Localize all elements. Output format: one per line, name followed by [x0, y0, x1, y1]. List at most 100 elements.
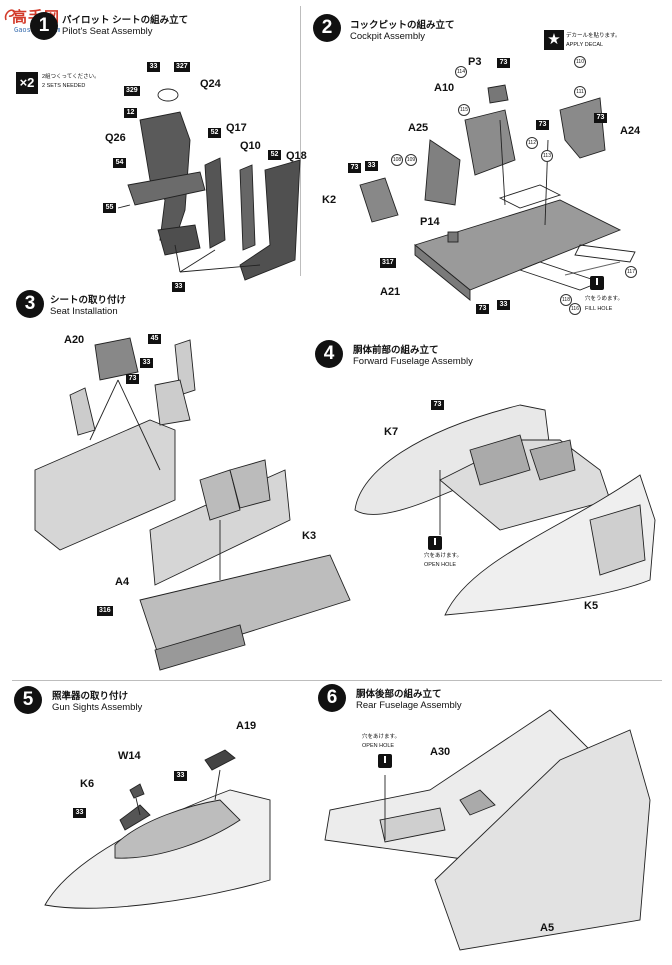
- decal-number: 118: [560, 294, 572, 306]
- step-title-jp: 胴体後部の組み立て: [356, 689, 442, 700]
- part-label: A10: [434, 82, 455, 94]
- decal-number: 113: [541, 150, 553, 162]
- step-title-en: Forward Fuselage Assembly: [353, 356, 473, 367]
- color-code-badge: 52: [208, 128, 221, 138]
- divider-mid: [12, 680, 662, 681]
- open-hole-note-en: OPEN HOLE: [424, 562, 457, 568]
- part-label: A21: [380, 286, 401, 298]
- step-title-jp: パイロット シートの組み立て: [62, 15, 189, 26]
- part-label: K5: [584, 600, 599, 612]
- color-code-badge: 33: [172, 282, 185, 292]
- color-code-badge: 54: [113, 158, 126, 168]
- fill-note-en: FILL HOLE: [585, 306, 613, 312]
- star-icon: ★: [544, 30, 564, 50]
- step-number: 4: [315, 340, 343, 368]
- color-code-badge: 12: [124, 108, 137, 118]
- color-code-badge: 73: [476, 304, 489, 314]
- color-code-badge: 73: [594, 113, 607, 123]
- step-title-en: Cockpit Assembly: [350, 31, 425, 42]
- color-code-badge: 73: [497, 58, 510, 68]
- color-code-badge: 33: [497, 300, 510, 310]
- sets-note-jp: 2組つくってください。: [42, 74, 100, 80]
- fill-note-jp: 穴をうめます。: [585, 296, 623, 302]
- part-label: K2: [322, 194, 337, 206]
- part-label: K7: [384, 426, 399, 438]
- part-label: A19: [236, 720, 257, 732]
- step-number: 3: [16, 290, 44, 318]
- color-code-badge: 33: [174, 771, 187, 781]
- multiplier-badge: ×2: [16, 72, 38, 94]
- part-label: Q26: [105, 132, 126, 144]
- step-number: 2: [313, 14, 341, 42]
- color-code-badge: 73: [431, 400, 444, 410]
- part-label: A25: [408, 122, 429, 134]
- step-title-jp: 胴体前部の組み立て: [353, 345, 439, 356]
- decal-note-en: APPLY DECAL: [566, 42, 604, 48]
- cockpit-drawing: [359, 84, 636, 301]
- part-label: P3: [468, 56, 482, 68]
- drill-icon: [428, 536, 442, 550]
- part-label: Q10: [240, 140, 261, 152]
- decal-number: 116: [569, 303, 581, 315]
- step-title-en: Pilot's Seat Assembly: [62, 26, 153, 37]
- step-number: 6: [318, 684, 346, 712]
- step-title-en: Seat Installation: [50, 306, 118, 317]
- color-code-badge: 45: [148, 334, 161, 344]
- drill-icon: [590, 276, 604, 290]
- decal-number: 110: [574, 56, 586, 68]
- color-code-badge: 73: [126, 374, 139, 384]
- part-label: P14: [420, 216, 440, 228]
- open-hole-note-jp: 穴をあけます。: [424, 553, 462, 559]
- part-label: A30: [430, 746, 451, 758]
- drill-icon: [378, 754, 392, 768]
- part-label: A20: [64, 334, 85, 346]
- divider-top: [300, 6, 301, 276]
- part-label: A4: [115, 576, 130, 588]
- step-number: 5: [14, 686, 42, 714]
- color-code-badge: 33: [365, 161, 378, 171]
- step-title-en: Rear Fuselage Assembly: [356, 700, 462, 711]
- sets-note-en: 2 SETS NEEDED: [42, 83, 86, 89]
- seat-installation-drawing: [34, 337, 351, 671]
- part-label: A24: [620, 125, 641, 137]
- step-title-jp: コックピットの組み立て: [350, 20, 455, 31]
- color-code-badge: 33: [140, 358, 153, 368]
- decal-number: 115: [458, 104, 470, 116]
- color-code-badge: 316: [97, 606, 113, 616]
- color-code-badge: 52: [268, 150, 281, 160]
- decal-number: 112: [526, 137, 538, 149]
- step-title-en: Gun Sights Assembly: [52, 702, 143, 713]
- part-label: Q17: [226, 122, 247, 134]
- gun-sight-drawing: [44, 749, 271, 909]
- part-label: K6: [80, 778, 95, 790]
- step-number: 1: [30, 12, 58, 40]
- rear-fuselage-drawing: [324, 709, 651, 951]
- color-code-badge: 329: [124, 86, 140, 96]
- color-code-badge: 33: [73, 808, 86, 818]
- color-code-badge: 73: [348, 163, 361, 173]
- part-label: W14: [118, 750, 141, 762]
- color-code-badge: 55: [103, 203, 116, 213]
- open-hole-note-jp: 穴をあけます。: [362, 734, 400, 740]
- decal-number: 109: [405, 154, 417, 166]
- step-title-jp: シートの取り付け: [50, 295, 127, 306]
- swirl-icon: [4, 9, 16, 21]
- seat-drawing: [117, 88, 301, 281]
- open-hole-note-en: OPEN HOLE: [362, 743, 395, 749]
- part-label: K3: [302, 530, 317, 542]
- part-label: Q18: [286, 150, 307, 162]
- decal-number: 111: [574, 86, 586, 98]
- color-code-badge: 317: [380, 258, 396, 268]
- color-code-badge: 73: [536, 120, 549, 130]
- decal-note-jp: デカールを貼ります。: [566, 33, 621, 39]
- part-label: A5: [540, 922, 555, 934]
- decal-number: 108: [391, 154, 403, 166]
- decal-number: 114: [455, 66, 467, 78]
- color-code-badge: 33: [147, 62, 160, 72]
- forward-fuselage-drawing: [354, 404, 656, 616]
- step-title-jp: 照準器の取り付け: [52, 691, 129, 702]
- part-label: Q24: [200, 78, 221, 90]
- decal-number: 117: [625, 266, 637, 278]
- color-code-badge: 327: [174, 62, 190, 72]
